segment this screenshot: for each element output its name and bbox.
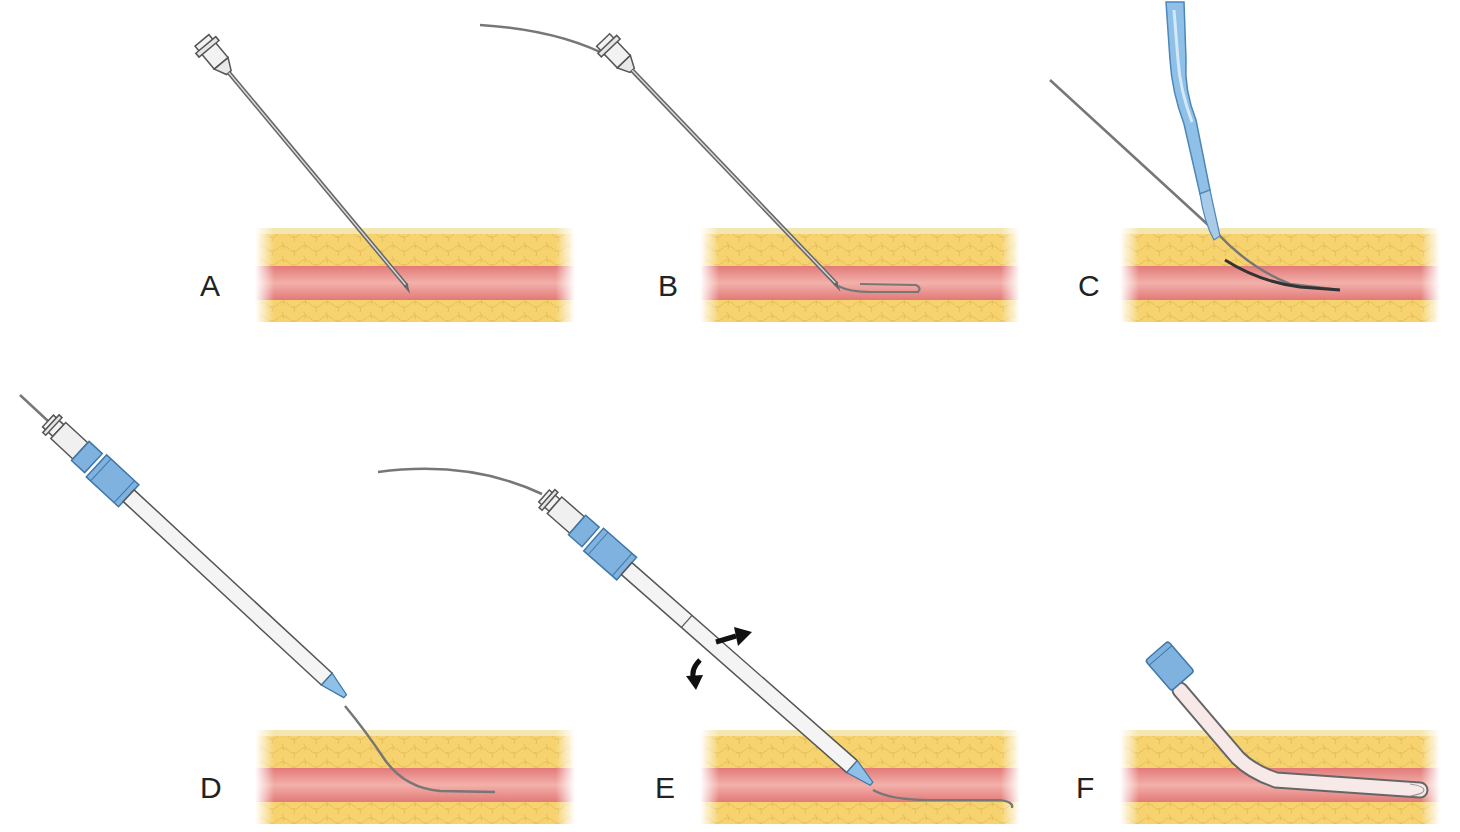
motion-arrows <box>686 627 752 690</box>
needle <box>192 32 422 301</box>
guidewire <box>345 706 495 792</box>
dilator <box>38 410 356 707</box>
panel-letter: B <box>658 271 678 301</box>
scalpel <box>1166 2 1220 240</box>
panel-letter: E <box>655 773 675 803</box>
guidewire <box>378 469 542 494</box>
panel-letter: A <box>200 271 220 301</box>
guidewire <box>838 284 920 292</box>
guidewire <box>480 25 612 58</box>
sheath <box>534 485 881 795</box>
guidewire <box>873 790 1012 808</box>
panel-letter: D <box>200 773 222 803</box>
catheter <box>1145 641 1424 796</box>
panel-letter: C <box>1078 271 1100 301</box>
needle <box>594 31 852 299</box>
panel-letter: F <box>1076 773 1094 803</box>
guidewire <box>1050 80 1340 290</box>
